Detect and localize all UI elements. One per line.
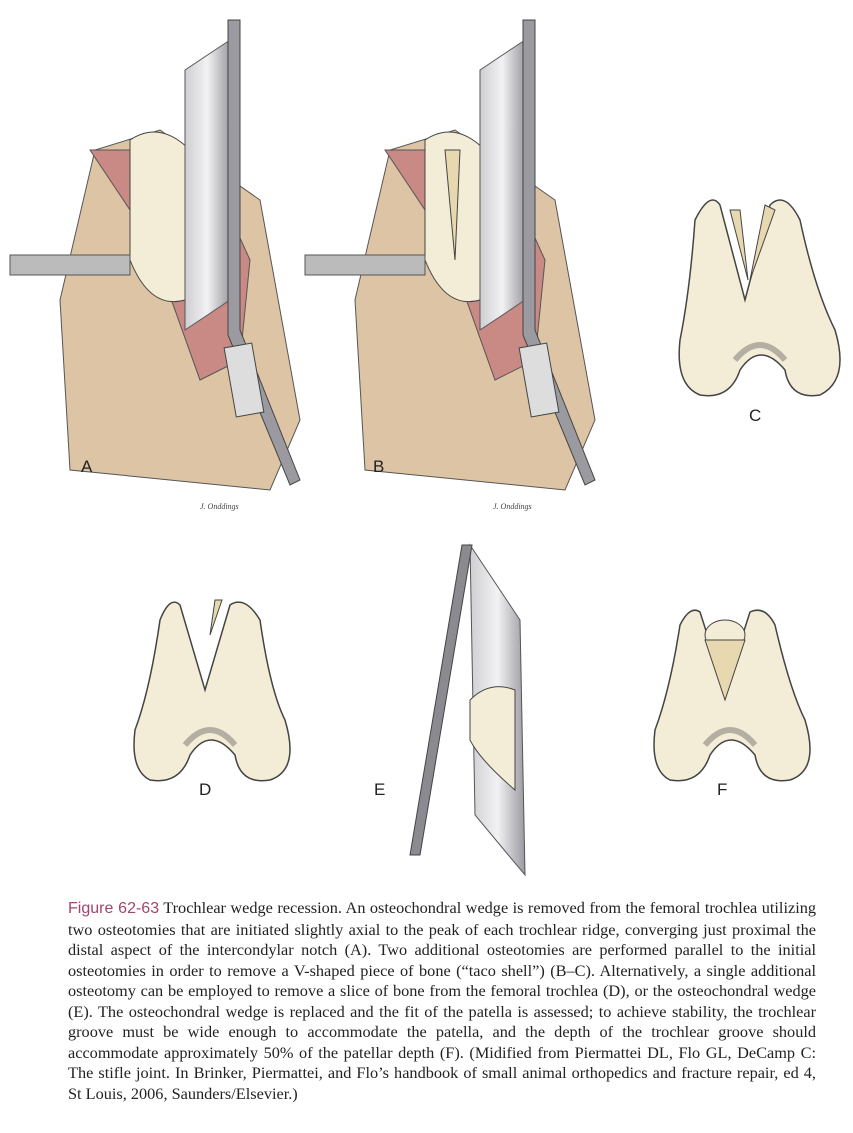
illustrator-signature-a: J. Onddings <box>200 502 239 511</box>
figure-caption: Figure 62-63 Trochlear wedge recession. … <box>68 898 816 1104</box>
panel-d-femur-illustration <box>133 599 291 782</box>
panel-label-b: B <box>373 457 385 476</box>
figure-number: Figure 62-63 <box>68 900 160 917</box>
panel-label-a: A <box>81 457 93 476</box>
panel-label-e: E <box>374 780 386 799</box>
panel-a-surgery-illustration <box>9 19 301 491</box>
caption-text: Trochlear wedge recession. An osteochond… <box>68 898 816 1103</box>
panel-c-femur-illustration <box>678 199 841 397</box>
panel-f-femur-illustration <box>653 609 811 782</box>
panel-label-d: D <box>199 780 212 799</box>
panel-label-c: C <box>749 406 762 425</box>
figure-illustration <box>9 19 841 877</box>
illustrator-signature-b: J. Onddings <box>493 502 532 511</box>
panel-e-blade-wedge-illustration <box>409 543 526 877</box>
panel-b-surgery-illustration <box>304 19 596 491</box>
panel-label-f: F <box>717 780 728 799</box>
